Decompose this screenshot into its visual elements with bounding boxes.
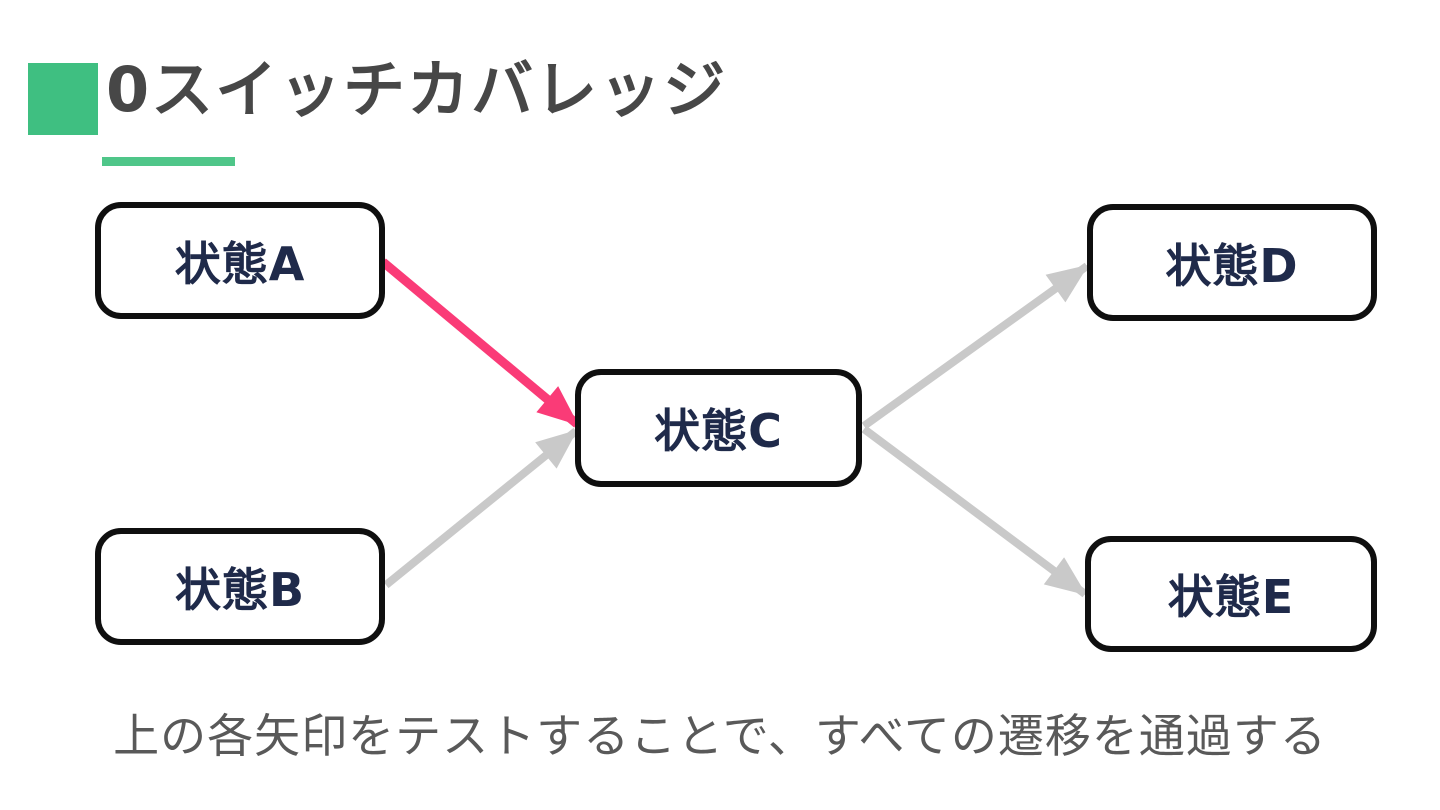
slide-caption: 上の各矢印をテストすることで、すべての遷移を通過する [113,709,1327,763]
state-node-e-label: 状態E [1167,570,1295,624]
state-node-e: 状態E [1085,536,1377,652]
page-title: 0スイッチカバレッジ [106,53,728,126]
state-node-d: 状態D [1087,204,1377,321]
arrow-c-to-e [861,425,1088,598]
arrow-c-to-d [861,262,1090,430]
state-node-c-label: 状態C [654,404,783,458]
arrow-a-to-c [380,258,580,428]
title-underline [102,157,235,166]
state-node-a: 状態A [95,202,385,319]
state-node-d-label: 状態D [1165,238,1299,293]
title-accent-square [28,63,98,135]
arrow-b-to-c [383,427,579,589]
state-node-a-label: 状態A [174,236,306,291]
state-node-b-label: 状態B [174,562,306,617]
state-node-c: 状態C [575,369,862,487]
state-node-b: 状態B [95,528,385,645]
